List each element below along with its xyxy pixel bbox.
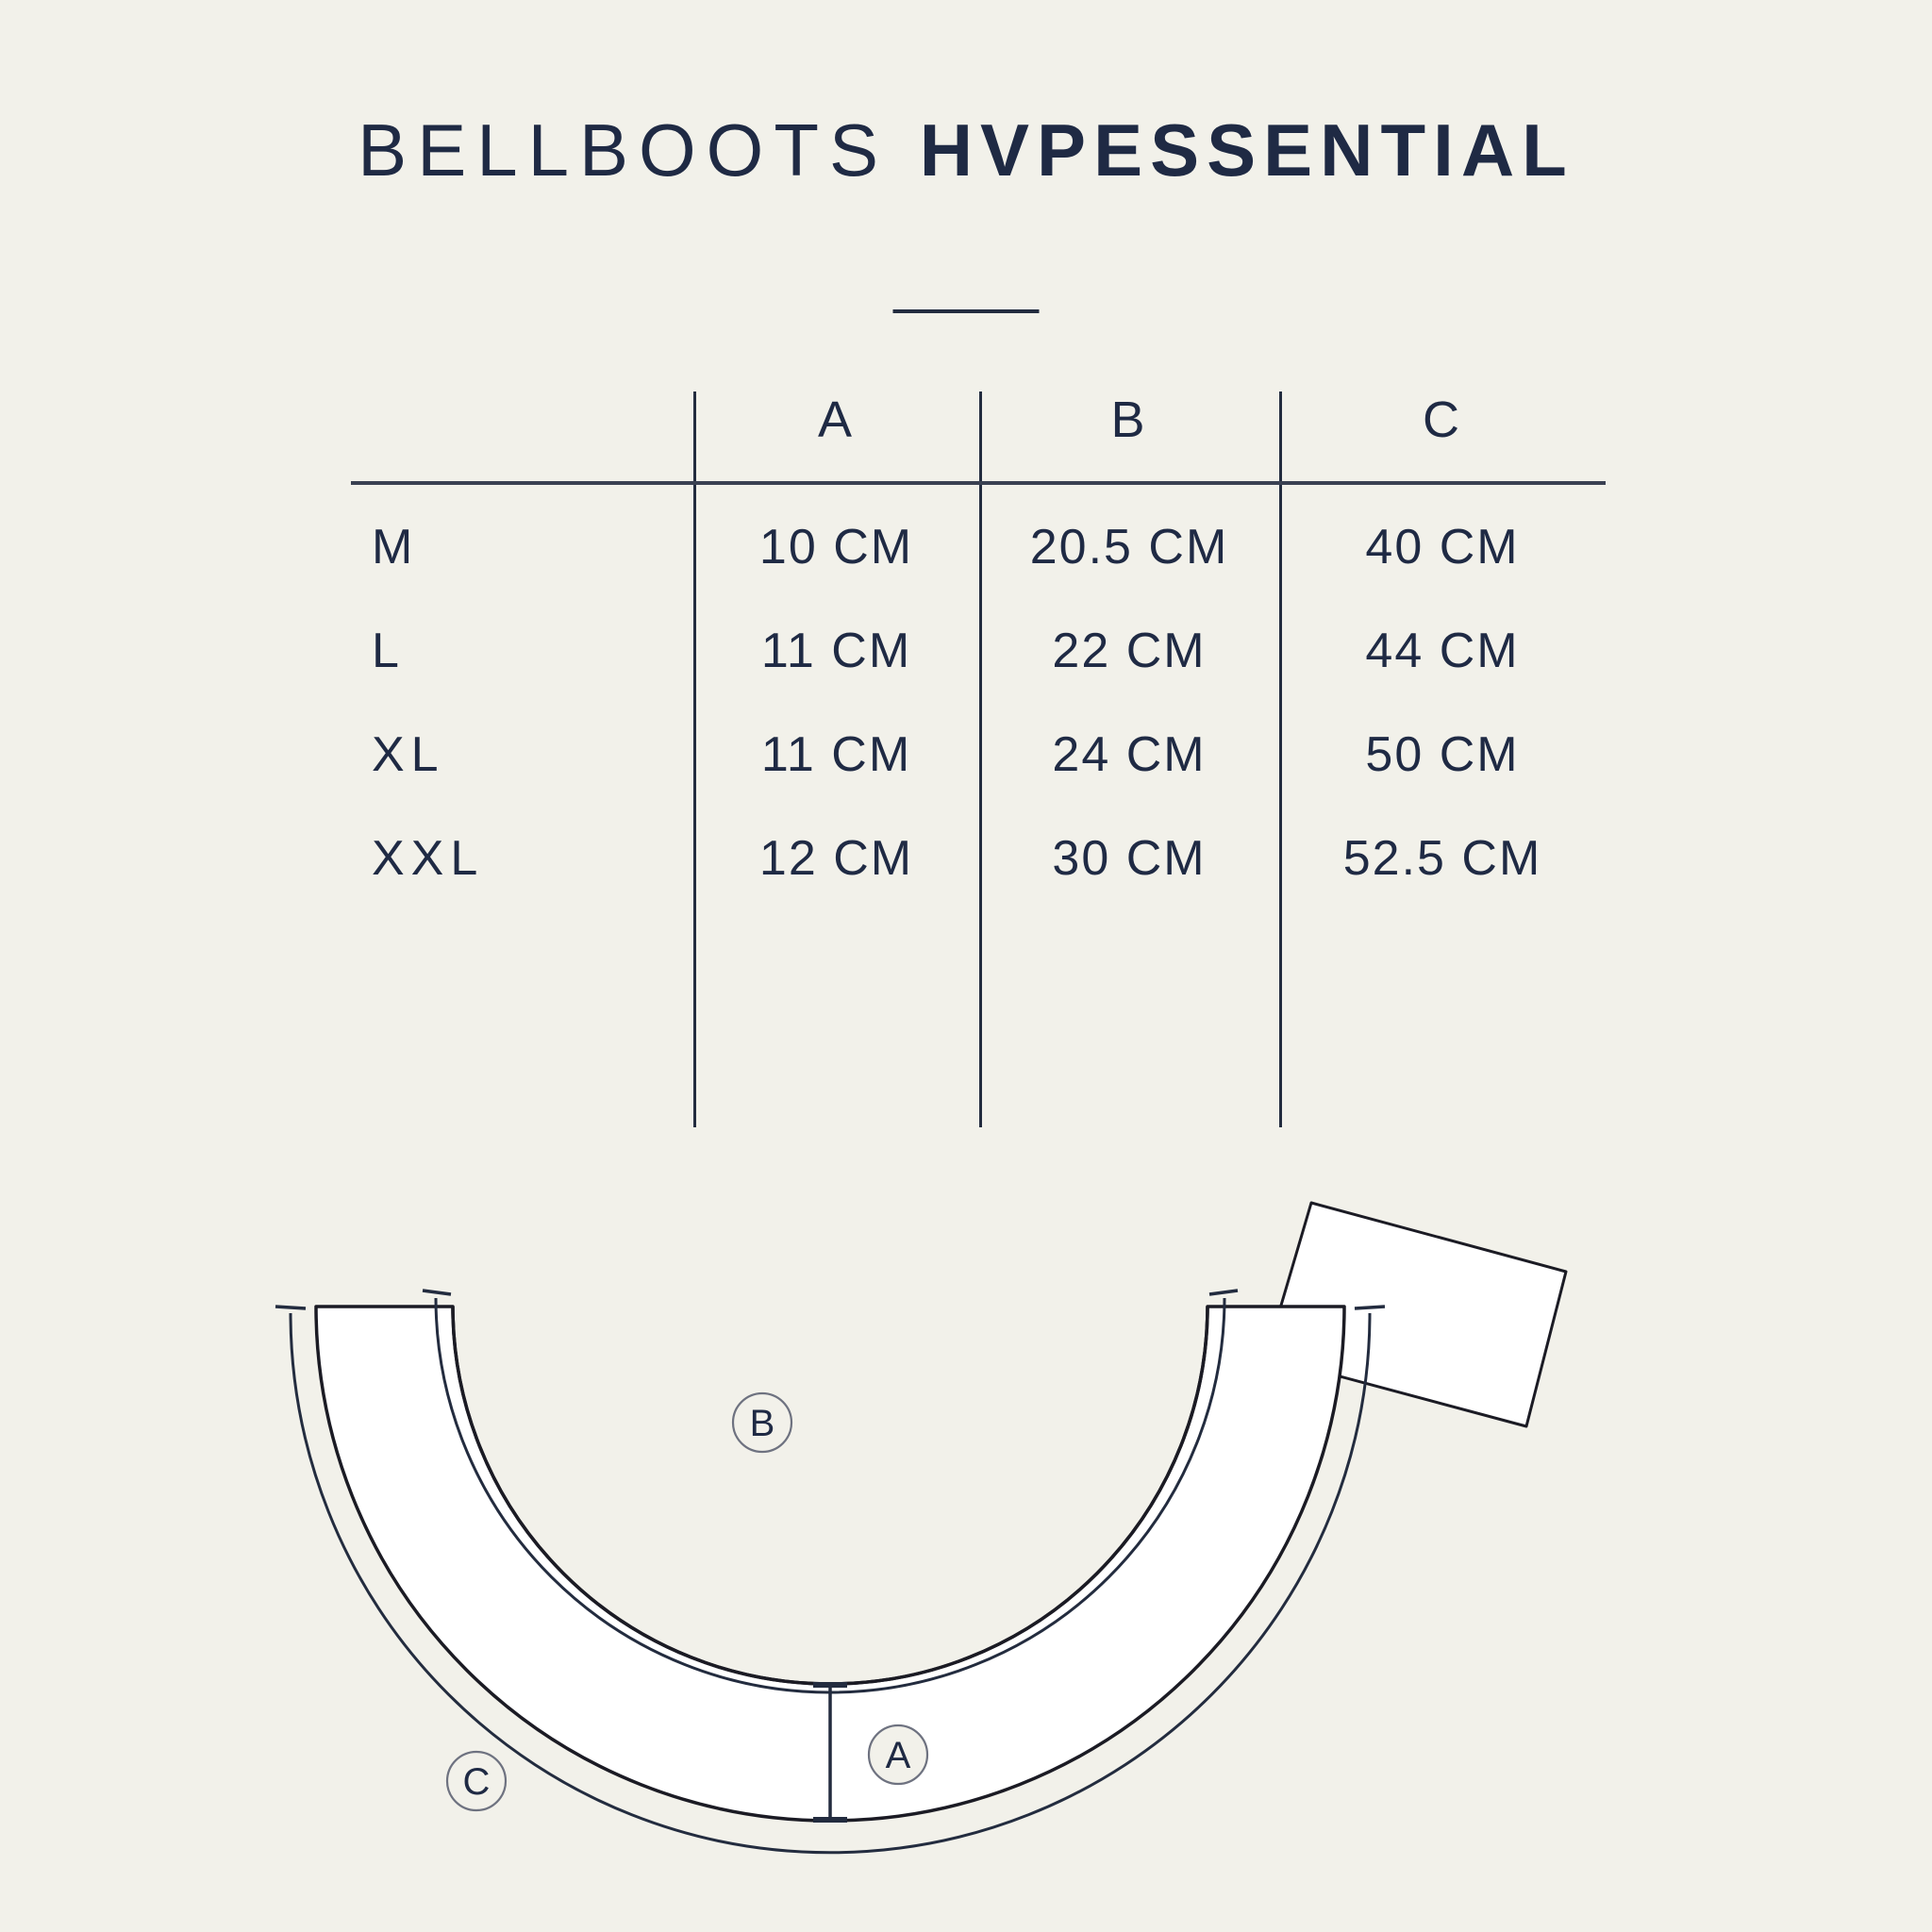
value-c: 44 CM [1365, 624, 1520, 678]
table-header-row: A B C [351, 377, 1606, 481]
header-rule [351, 481, 1606, 485]
value-a: 12 CM [758, 831, 914, 886]
title-divider [892, 309, 1040, 313]
dimension-badge-c: C [445, 1750, 508, 1812]
dimension-badge-b-label: B [750, 1403, 775, 1444]
table-row: XL 11 CM 24 CM 50 CM [351, 726, 1606, 830]
size-label: M [372, 520, 420, 575]
size-table: A B C M 10 CM 20.5 CM 40 CM L 11 CM 22 C… [351, 377, 1606, 1132]
value-b: 20.5 CM [1029, 520, 1229, 575]
table-row: XXL 12 CM 30 CM 52.5 CM [351, 830, 1606, 934]
table-body: M 10 CM 20.5 CM 40 CM L 11 CM 22 CM 44 C… [351, 519, 1606, 934]
dimension-badge-c-label: C [463, 1761, 491, 1803]
value-b: 22 CM [1052, 624, 1207, 678]
value-a: 10 CM [758, 520, 914, 575]
dimension-badge-a-label: A [886, 1735, 911, 1776]
column-divider-3 [1279, 391, 1282, 1127]
value-c: 52.5 CM [1342, 831, 1542, 886]
a-dimension-line [813, 1682, 847, 1823]
page-title: BELLBOOTS HVPESSENTIAL [0, 113, 1932, 187]
column-header-b: B [1110, 391, 1148, 448]
dimension-badge-b: B [731, 1391, 793, 1454]
column-header-c: C [1423, 391, 1462, 448]
title-product: HVPESSENTIAL [919, 108, 1574, 192]
title-brand: BELLBOOTS [358, 108, 890, 192]
size-label: L [372, 624, 406, 678]
size-label: XL [372, 727, 445, 782]
bellboot-diagram: A B C [217, 1113, 1745, 1924]
column-divider-1 [693, 391, 696, 1127]
table-row: M 10 CM 20.5 CM 40 CM [351, 519, 1606, 623]
size-label: XXL [372, 831, 485, 886]
value-c: 50 CM [1365, 727, 1520, 782]
value-b: 30 CM [1052, 831, 1207, 886]
value-b: 24 CM [1052, 727, 1207, 782]
table-row: L 11 CM 22 CM 44 CM [351, 623, 1606, 726]
c-dimension-arc [275, 1305, 1386, 1855]
dimension-badge-a: A [867, 1724, 929, 1786]
value-c: 40 CM [1365, 520, 1520, 575]
value-a: 11 CM [760, 624, 912, 678]
column-divider-2 [979, 391, 982, 1127]
column-header-a: A [817, 391, 856, 448]
value-a: 11 CM [760, 727, 912, 782]
